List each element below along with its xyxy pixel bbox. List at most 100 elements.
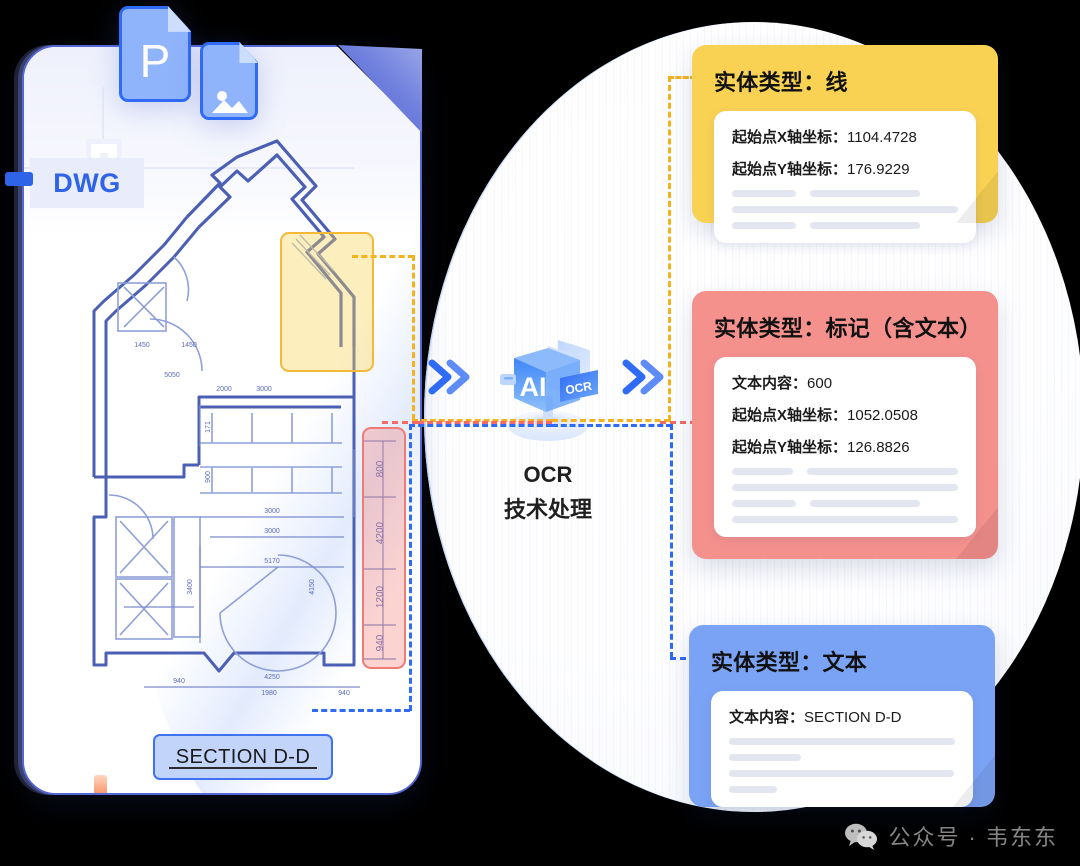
connector-yellow-seg2 xyxy=(412,255,415,420)
field-label: 文本内容： xyxy=(729,709,805,726)
placeholder-bar xyxy=(729,754,801,761)
wechat-icon xyxy=(845,823,878,850)
dwg-badge-tab xyxy=(5,172,33,186)
svg-text:800: 800 xyxy=(375,460,386,477)
grid-line-horizontal xyxy=(24,167,354,169)
field-value: 600 xyxy=(807,375,833,392)
connector-red-seg3 xyxy=(660,421,696,424)
field-label: 起始点Y轴坐标： xyxy=(732,439,848,456)
placeholder-row xyxy=(732,484,958,491)
svg-text:3400: 3400 xyxy=(187,579,194,595)
field-row: 文本内容：SECTION D-D xyxy=(729,706,955,727)
orange-accent-bar xyxy=(94,775,107,793)
connector-yellow-seg6 xyxy=(668,76,696,79)
connector-blue-seg5 xyxy=(670,424,673,658)
placeholder-bar xyxy=(810,190,920,197)
placeholder-bar xyxy=(732,484,958,491)
placeholder-bar xyxy=(806,468,958,475)
watermark-text: 公众号 · 韦东东 xyxy=(888,825,1058,850)
svg-text:940: 940 xyxy=(173,678,185,685)
placeholder-bar xyxy=(732,190,796,197)
svg-text:3000: 3000 xyxy=(264,528,280,535)
field-label: 起始点X轴坐标： xyxy=(732,129,848,146)
image-file-icon-glyph xyxy=(212,91,248,113)
connector-blue-seg3 xyxy=(409,424,552,427)
field-row: 文本内容：600 xyxy=(732,372,958,393)
highlight-region-mark xyxy=(362,427,406,669)
placeholder-bar xyxy=(729,786,777,793)
entity-card-text[interactable]: 实体类型：文本 文本内容：SECTION D-D xyxy=(689,625,995,807)
field-row: 起始点Y轴坐标：126.8826 xyxy=(732,436,958,457)
placeholder-row xyxy=(732,206,958,213)
pdf-file-icon: P xyxy=(119,6,191,102)
field-value: 176.9229 xyxy=(847,161,910,178)
placeholder-row xyxy=(729,754,955,761)
ocr-caption: OCR 技术处理 xyxy=(452,457,644,527)
placeholder-bar xyxy=(729,770,954,777)
connector-yellow-seg1 xyxy=(352,255,414,258)
connector-yellow-seg3 xyxy=(412,419,552,422)
placeholder-row xyxy=(732,222,958,229)
placeholder-bar xyxy=(732,516,958,523)
svg-text:5050: 5050 xyxy=(164,372,180,379)
ocr-caption-line1: OCR xyxy=(523,462,573,487)
placeholder-row xyxy=(732,190,958,197)
placeholder-row xyxy=(732,500,958,507)
field-value: SECTION D-D xyxy=(804,709,902,726)
connector-yellow-seg4 xyxy=(552,419,670,422)
svg-text:4250: 4250 xyxy=(264,674,280,681)
placeholder-row xyxy=(729,738,955,745)
entity-card-mark-title: 实体类型：标记（含文本） xyxy=(714,316,982,341)
svg-text:1450: 1450 xyxy=(181,342,197,349)
svg-text:4150: 4150 xyxy=(309,579,316,595)
image-file-icon xyxy=(200,42,258,120)
ai-ocr-icon: AI OCR xyxy=(500,340,598,441)
field-label: 起始点Y轴坐标： xyxy=(732,161,848,178)
connector-blue-seg4 xyxy=(552,424,672,427)
svg-text:171: 171 xyxy=(205,421,212,433)
svg-text:900: 900 xyxy=(205,471,212,483)
entity-card-mark-panel: 文本内容：600 起始点X轴坐标：1052.0508 起始点Y轴坐标：126.8… xyxy=(714,357,976,537)
entity-card-line-panel: 起始点X轴坐标：1104.4728 起始点Y轴坐标：176.9229 xyxy=(714,111,976,243)
placeholder-bar xyxy=(810,500,920,507)
architectural-floor-plan: 3000 3000 5170 4250 940 1980 940 1450 14… xyxy=(92,139,396,697)
svg-text:3000: 3000 xyxy=(264,508,280,515)
placeholder-row xyxy=(732,468,958,475)
svg-text:2000: 2000 xyxy=(216,386,232,393)
arrow-right-icon xyxy=(622,357,668,397)
svg-text:940: 940 xyxy=(338,690,350,697)
connector-red-seg1 xyxy=(382,421,418,424)
entity-card-line-title: 实体类型：线 xyxy=(714,70,848,95)
connector-blue-seg2 xyxy=(409,424,412,711)
entity-card-mark[interactable]: 实体类型：标记（含文本） 文本内容：600 起始点X轴坐标：1052.0508 … xyxy=(692,291,998,559)
field-row: 起始点X轴坐标：1104.4728 xyxy=(732,126,958,147)
placeholder-bar xyxy=(732,206,958,213)
svg-text:1980: 1980 xyxy=(261,690,277,697)
field-value: 126.8826 xyxy=(847,439,910,456)
placeholder-bar xyxy=(729,738,955,745)
svg-text:1450: 1450 xyxy=(134,342,150,349)
dwg-badge: DWG xyxy=(30,158,144,208)
svg-text:1200: 1200 xyxy=(375,585,386,608)
connector-blue-seg1 xyxy=(312,709,410,712)
pdf-file-icon-glyph: P xyxy=(139,35,171,87)
section-label: SECTION D-D xyxy=(153,734,333,780)
entity-card-text-panel: 文本内容：SECTION D-D xyxy=(711,691,973,807)
placeholder-bar xyxy=(732,222,796,229)
placeholder-row xyxy=(729,786,955,793)
arrow-left-icon xyxy=(428,357,474,397)
field-row: 起始点Y轴坐标：176.9229 xyxy=(732,158,958,179)
svg-text:4200: 4200 xyxy=(375,521,386,544)
placeholder-bar xyxy=(732,500,796,507)
connector-yellow-seg5 xyxy=(668,76,671,421)
connector-red-seg2 xyxy=(418,421,552,424)
highlight-region-line xyxy=(280,232,374,372)
svg-text:OCR: OCR xyxy=(564,379,593,397)
svg-text:940: 940 xyxy=(375,634,386,651)
placeholder-row xyxy=(732,516,958,523)
field-row: 起始点X轴坐标：1052.0508 xyxy=(732,404,958,425)
entity-card-line[interactable]: 实体类型：线 起始点X轴坐标：1104.4728 起始点Y轴坐标：176.922… xyxy=(692,45,998,243)
entity-card-text-title: 实体类型：文本 xyxy=(711,650,868,675)
watermark: 公众号 · 韦东东 xyxy=(844,820,1058,852)
